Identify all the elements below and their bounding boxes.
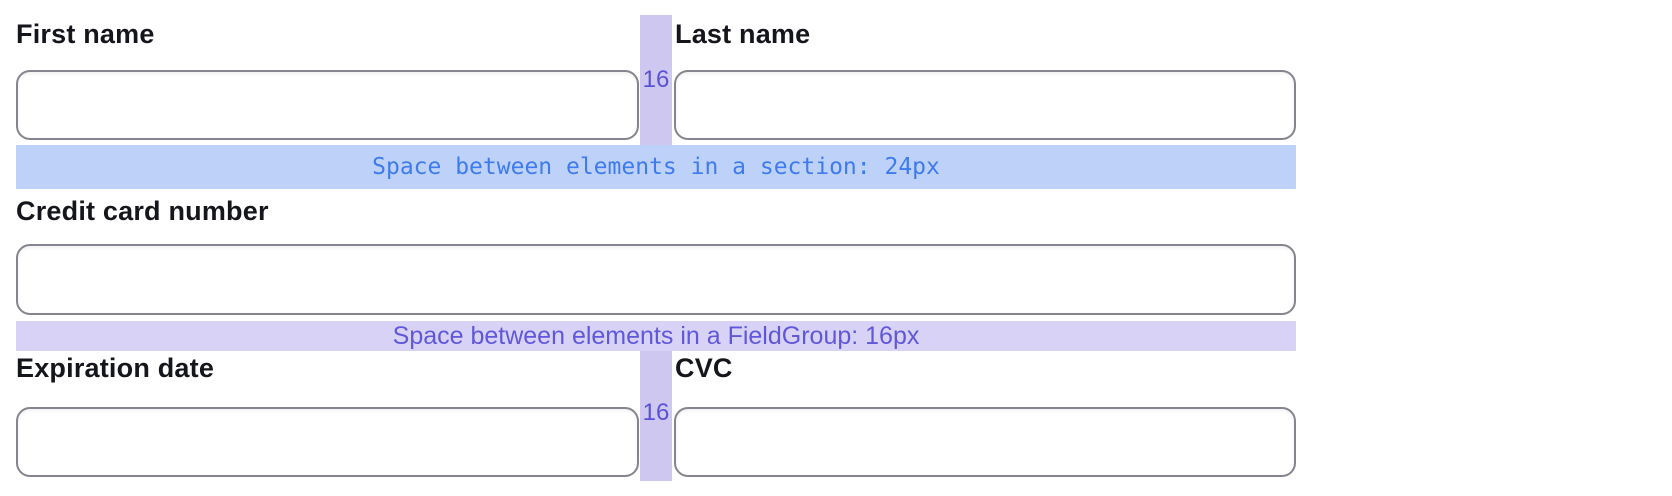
cvc-input[interactable] [674,407,1296,477]
last-name-input[interactable] [674,70,1296,140]
column-gap-value-top: 16 [642,66,670,93]
credit-card-number-label: Credit card number [16,196,269,226]
column-gap-bar-bottom [640,351,672,481]
first-name-label: First name [16,19,155,49]
fieldgroup-gap-label: Space between elements in a FieldGroup: … [392,321,920,350]
column-gap-value-bottom: 16 [642,399,670,426]
first-name-input[interactable] [16,70,639,140]
section-gap-label: Space between elements in a section: 24p… [372,154,940,180]
fieldgroup-gap-band: Space between elements in a FieldGroup: … [16,321,1296,351]
expiration-date-label: Expiration date [16,353,215,383]
credit-card-number-input[interactable] [16,244,1296,315]
cvc-label: CVC [675,353,733,383]
section-gap-band: Space between elements in a section: 24p… [16,145,1296,189]
column-gap-bar-top [640,15,672,145]
expiration-date-input[interactable] [16,407,639,477]
last-name-label: Last name [675,19,811,49]
